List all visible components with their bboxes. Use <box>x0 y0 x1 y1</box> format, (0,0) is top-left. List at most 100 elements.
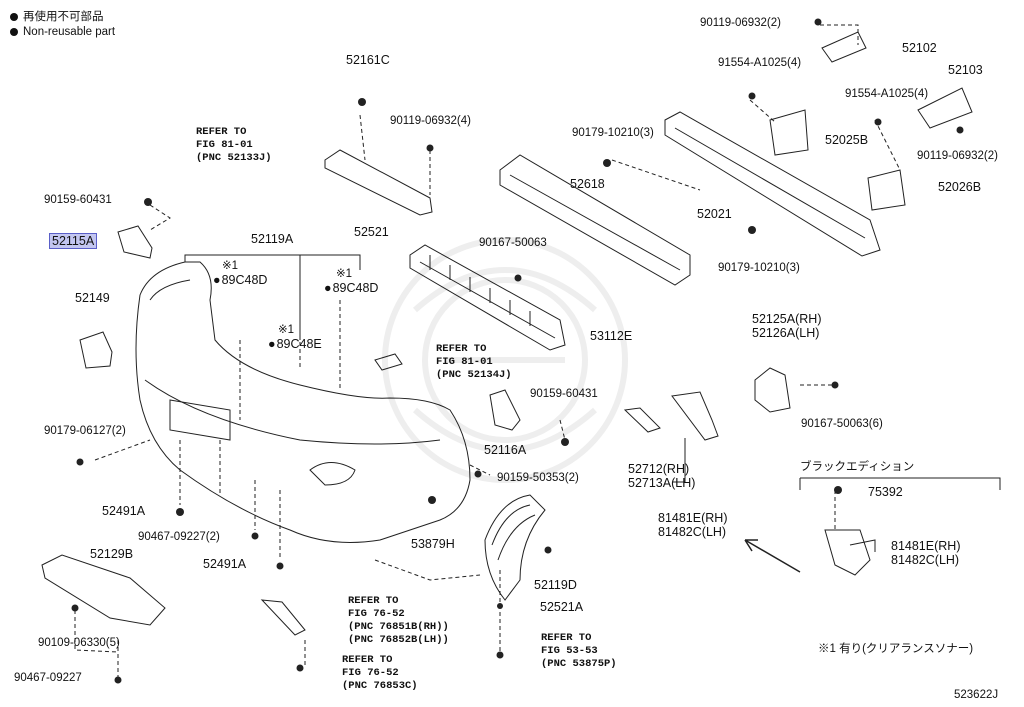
bolt-icon <box>144 198 152 206</box>
refer-to-label: FIG 76-52 <box>348 608 405 620</box>
clip-icon <box>276 562 284 570</box>
reinforcement-part <box>664 111 881 257</box>
bolt-icon <box>426 144 434 152</box>
part-label: 52119D <box>534 578 577 592</box>
part-label: 91554-A1025(4) <box>845 88 929 100</box>
part-label: 52026B <box>938 180 982 194</box>
part-label: 90159-60431 <box>530 388 598 400</box>
absorber-part <box>499 154 691 286</box>
part-label: 52126A(LH) <box>752 326 820 340</box>
variant-label: ブラックエディション <box>800 461 915 473</box>
refer-to-label: (PNC 52133J) <box>196 152 272 164</box>
highlighted-part-number[interactable]: 52115A <box>49 233 98 249</box>
retainer-52712-part <box>671 391 719 441</box>
bolt-icon <box>544 546 552 554</box>
part-label: 90119-06932(4) <box>390 115 471 127</box>
refer-to-label: REFER TO <box>541 632 592 644</box>
refer-to-label: (PNC 53875P) <box>541 658 617 670</box>
undercover-52129b-part <box>41 554 166 626</box>
part-label: 52125A(RH) <box>752 312 822 326</box>
watermark-logo <box>382 237 628 483</box>
bolt-icon <box>496 651 504 659</box>
bracket-52026b-part <box>867 169 906 211</box>
refer-to-label: REFER TO <box>196 126 247 138</box>
part-label: 52149 <box>75 291 110 305</box>
bolt-icon <box>561 438 569 446</box>
footnote-mark: ※1 <box>336 268 353 280</box>
part-label: 81482C(LH) <box>658 525 727 539</box>
refer-to-label: FIG 81-01 <box>196 139 253 151</box>
refer-to-label: (PNC 76851B(RH)) <box>348 621 449 633</box>
liner-part <box>484 494 546 601</box>
retainer-52125a-part <box>754 367 791 413</box>
bolt-icon <box>474 470 482 478</box>
refer-to-label: (PNC 52134J) <box>436 369 512 381</box>
part-label: 90467-09227 <box>14 672 82 684</box>
part-label: 90179-06127(2) <box>44 425 126 437</box>
clip-icon <box>251 532 259 540</box>
part-label: 52025B <box>825 133 869 147</box>
part-label: 91554-A1025(4) <box>718 57 802 69</box>
clip-icon <box>428 496 436 504</box>
part-label: 52119A <box>251 232 294 246</box>
sensor-bracket-part <box>374 353 403 371</box>
part-label: 52491A <box>102 504 146 518</box>
legend: 再使用不可部品 Non-reusable part <box>10 10 115 40</box>
refer-to-label: (PNC 76852B(LH)) <box>348 634 449 646</box>
footnote-mark: ※1 <box>222 260 239 272</box>
nut-icon <box>748 226 756 234</box>
bolt-icon <box>956 126 964 134</box>
part-label: 90109-06330(5) <box>38 637 120 649</box>
bracket-52025b-part <box>769 109 809 156</box>
lamp-cover-part <box>260 599 306 636</box>
clip-icon <box>76 458 84 466</box>
part-label: 52713A(LH) <box>628 476 696 490</box>
part-label: 52021 <box>697 207 732 221</box>
refer-to-label: FIG 53-53 <box>541 645 598 657</box>
part-label: 81481E(RH) <box>891 539 961 553</box>
bracket-52103-part <box>917 87 973 129</box>
part-label: 52521 <box>354 225 389 239</box>
refer-to-label: REFER TO <box>348 595 399 607</box>
part-label: 81481E(RH) <box>658 511 728 525</box>
clip-icon <box>296 664 304 672</box>
bumper-cover-part <box>135 261 471 543</box>
bracket-52115a-part <box>117 225 153 259</box>
cover-52149-part <box>79 331 113 369</box>
refer-to-label: FIG 81-01 <box>436 356 493 368</box>
part-label: 90119-06932(2) <box>917 150 998 162</box>
part-label: 52103 <box>948 63 983 77</box>
bracket-52521-part <box>324 149 433 216</box>
refer-to-label: REFER TO <box>342 654 393 666</box>
part-label: 52712(RH) <box>628 462 690 476</box>
footnote-text: ※1 有り(クリアランスソナー) <box>818 643 974 655</box>
seal-52712-part <box>623 407 661 433</box>
part-label: 52161C <box>346 53 390 67</box>
part-label-highlighted: 52115A <box>49 233 98 249</box>
part-label: 89C48D <box>324 282 379 295</box>
bolt-icon <box>514 274 522 282</box>
legend-non-reusable-jp: 再使用不可部品 <box>10 10 115 25</box>
legend-non-reusable-en: Non-reusable part <box>10 25 115 40</box>
part-label: 90159-60431 <box>44 194 112 206</box>
part-label: 52102 <box>902 41 937 55</box>
mudflap-black-edition-part <box>824 529 871 576</box>
part-label: 52618 <box>570 177 605 191</box>
bullet-icon <box>10 12 18 21</box>
part-label: 89C48D <box>213 274 268 287</box>
part-label: 90167-50063(6) <box>801 418 883 430</box>
bracket-52102-part <box>821 31 867 63</box>
clip-icon <box>358 98 366 106</box>
bolt-icon <box>748 92 756 100</box>
retainer-52116a-part <box>489 389 521 431</box>
part-label: 53112E <box>590 329 633 343</box>
clip-icon <box>834 486 842 494</box>
part-label: 90467-09227(2) <box>138 531 220 543</box>
nut-icon <box>603 159 611 167</box>
part-label: 52116A <box>484 443 527 457</box>
part-label: 53879H <box>411 537 455 551</box>
bullet-icon <box>10 27 18 36</box>
front-direction-arrow <box>744 539 801 573</box>
part-label: 90179-10210(3) <box>572 127 654 139</box>
